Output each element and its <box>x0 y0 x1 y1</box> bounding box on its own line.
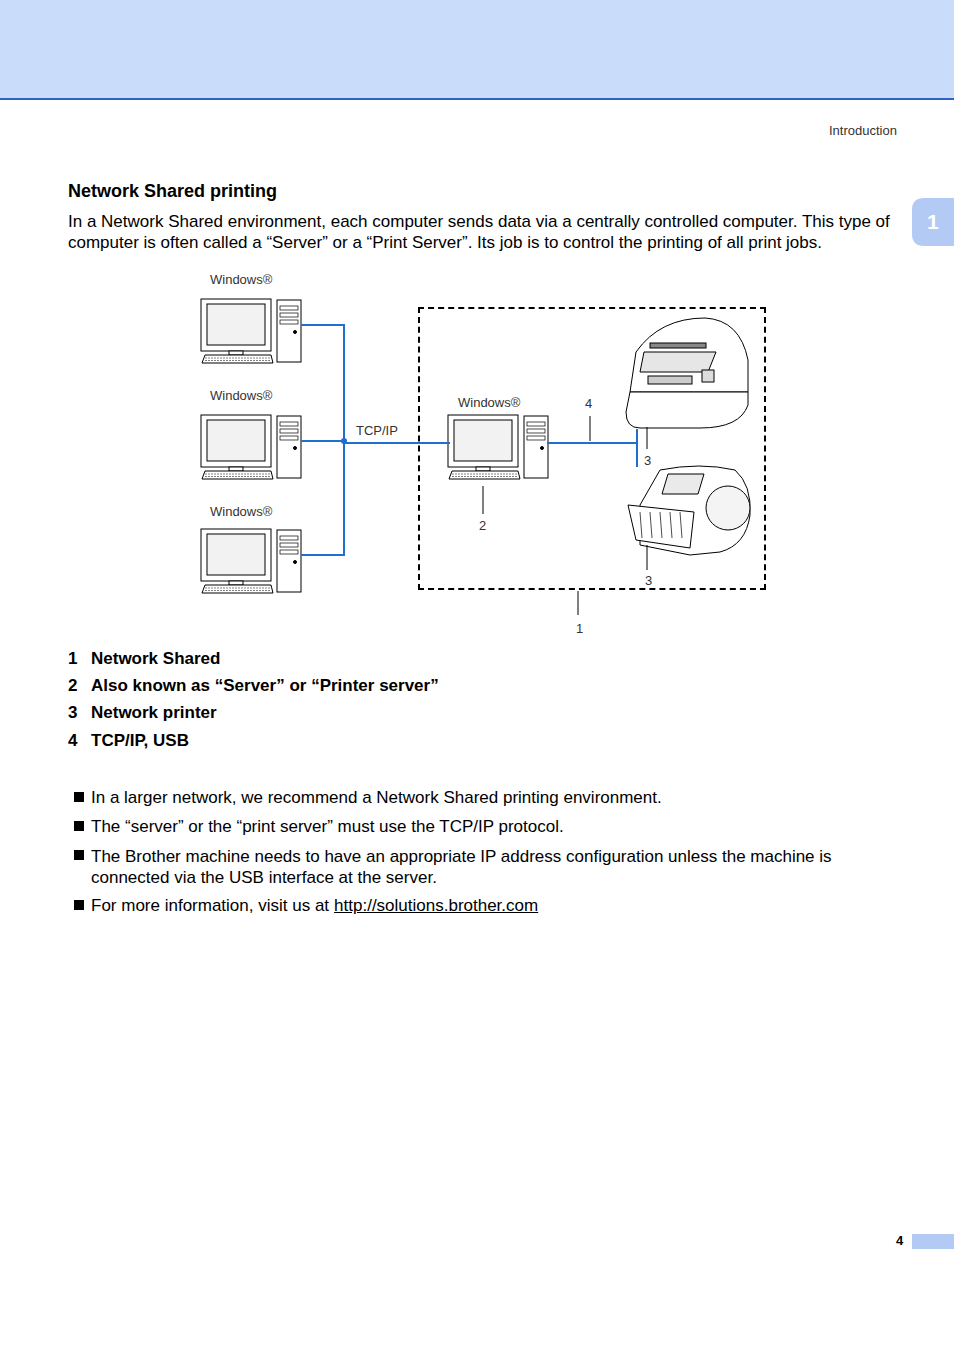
chapter-tab <box>912 198 954 246</box>
key-number: 2 <box>68 676 77 696</box>
bullet-marks <box>74 792 84 910</box>
callout-number: 3 <box>645 573 652 589</box>
header-bar <box>0 0 954 99</box>
key-number: 4 <box>68 731 77 751</box>
key-number: 1 <box>68 649 77 669</box>
bullet-text: The Brother machine needs to have an app… <box>91 846 881 888</box>
bullet-text: For more information, visit us at <box>91 896 329 916</box>
illustration <box>201 299 750 593</box>
key-text: Network printer <box>91 703 217 723</box>
bullet-text: The “server” or the “print server” must … <box>91 817 564 837</box>
connection-label: TCP/IP <box>355 423 399 439</box>
computer-icon <box>201 415 301 479</box>
computer-label: Windows® <box>210 272 272 288</box>
network-cable <box>547 429 637 443</box>
callout-number: 4 <box>585 396 592 412</box>
computer-label: Windows® <box>210 388 272 404</box>
label-printer-drawing <box>626 318 748 428</box>
callout-number: 2 <box>479 518 486 534</box>
computer-node: Windows®2 <box>450 415 547 485</box>
printer-node: 3 <box>627 317 752 429</box>
computer-icon <box>201 299 301 363</box>
running-header: Introduction <box>829 123 897 139</box>
network-cable <box>301 325 450 443</box>
printer-node: 3 <box>627 467 752 565</box>
computer-label: Windows® <box>458 395 520 411</box>
key-number: 3 <box>68 703 77 723</box>
computer-node: Windows® <box>201 413 301 479</box>
leader-lines <box>483 416 647 615</box>
computer-label: Windows® <box>210 504 272 520</box>
callout-number: 3 <box>644 453 651 469</box>
page-number-bar <box>912 1234 954 1249</box>
chapter-number: 1 <box>927 209 939 234</box>
web-link: http://solutions.brother.com <box>334 896 538 916</box>
computer-node: Windows® <box>201 527 301 595</box>
callout-number: 1 <box>576 621 583 637</box>
section-title: Network Shared printing <box>68 181 277 202</box>
key-text: Network Shared <box>91 649 220 669</box>
key-text: Also known as “Server” or “Printer serve… <box>91 676 439 696</box>
bullet-text: In a larger network, we recommend a Netw… <box>91 788 662 808</box>
network-cable <box>547 443 637 467</box>
key-text: TCP/IP, USB <box>91 731 189 751</box>
label-printer-drawing <box>628 466 750 555</box>
network-cable <box>301 443 450 555</box>
computer-icon <box>448 415 548 479</box>
computer-icon <box>201 529 301 593</box>
network-shared-region: 1Windows®233 <box>418 307 766 590</box>
header-rule <box>0 98 954 100</box>
computer-node: Windows® <box>201 297 301 363</box>
page-number: 4 <box>896 1233 903 1249</box>
body-paragraph: In a Network Shared environment, each co… <box>68 211 913 253</box>
